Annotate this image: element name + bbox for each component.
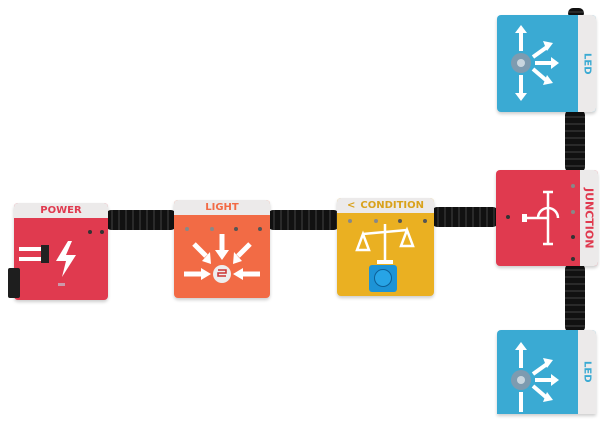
- back-chevron-icon[interactable]: <: [346, 200, 356, 211]
- led-top-block[interactable]: LED: [497, 15, 596, 112]
- power-label: POWER: [14, 203, 108, 218]
- plug-icon: [19, 245, 49, 263]
- junction-block[interactable]: JUNCTION: [496, 170, 598, 266]
- power-switch[interactable]: [8, 268, 20, 298]
- junction-label: JUNCTION: [580, 170, 598, 266]
- led-icon: [511, 25, 559, 101]
- balance-scale-icon: [355, 224, 415, 264]
- light-sensor-icon: [184, 234, 260, 283]
- led-bottom-block[interactable]: LED: [497, 330, 596, 414]
- lightning-icon: [56, 241, 76, 277]
- cable-power-light: [106, 210, 176, 230]
- condition-knob[interactable]: [369, 265, 397, 292]
- junction-icon: [522, 190, 560, 246]
- light-label: LIGHT: [174, 200, 270, 215]
- knob-dial-icon: [374, 269, 392, 287]
- condition-label: CONDITION: [360, 200, 425, 211]
- cable-junction-led-bottom: [565, 264, 585, 332]
- led-icon: [511, 342, 559, 412]
- cable-light-condition: [268, 210, 339, 230]
- led-bottom-label: LED: [578, 330, 596, 414]
- condition-block[interactable]: < CONDITION: [337, 198, 434, 296]
- cable-top-stub: [568, 8, 584, 18]
- light-block[interactable]: LIGHT: [174, 200, 270, 298]
- led-top-label: LED: [578, 15, 596, 112]
- cable-junction-led-top: [565, 110, 585, 172]
- cable-condition-junction: [432, 207, 498, 227]
- power-block[interactable]: POWER: [14, 203, 108, 300]
- power-indicator: [58, 283, 65, 286]
- condition-label-strip: < CONDITION: [337, 198, 434, 213]
